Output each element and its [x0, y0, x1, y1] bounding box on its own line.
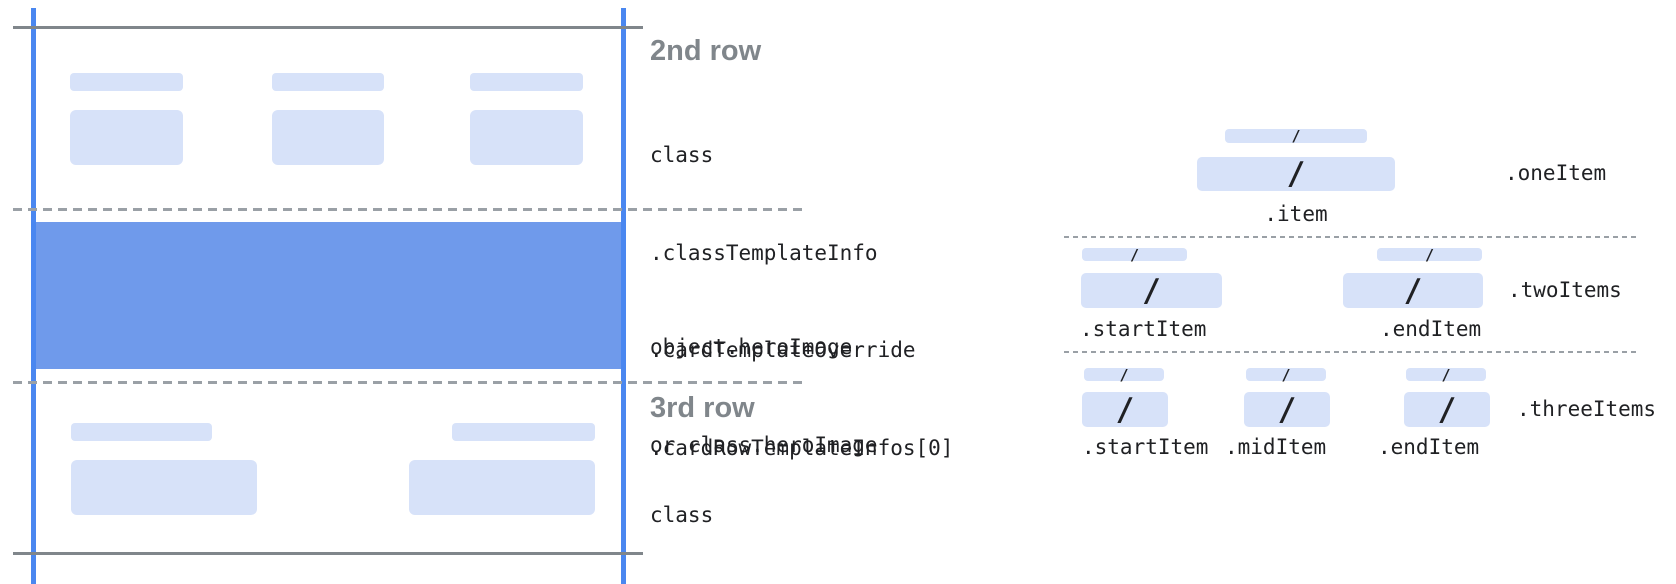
slash-icon: / [1424, 245, 1435, 264]
three-items-start-field-label: .startItem [1082, 435, 1209, 459]
two-items-start-field-label: .startItem [1080, 317, 1207, 341]
card-bottom-line [13, 552, 643, 555]
code-line: or class.heroImage [650, 432, 878, 457]
two-items-start-label-bar: / [1082, 245, 1187, 264]
row3-code-path: class .classTemplateInfo .cardTemplateOv… [650, 434, 953, 584]
slash-icon: / [1142, 272, 1161, 309]
row-separator-dashed-bottom [13, 381, 802, 384]
one-item-group-label: .oneItem [1505, 161, 1607, 185]
three-items-mid-value-bar: / [1244, 391, 1330, 428]
slash-icon: / [1277, 391, 1297, 428]
three-items-group-label: .threeItems [1517, 397, 1657, 421]
layout-separator-dashed-1 [1064, 236, 1640, 238]
slash-icon: / [1441, 365, 1451, 384]
two-items-end-label-bar: / [1377, 245, 1482, 264]
two-items-group-label: .twoItems [1508, 278, 1622, 302]
row2-item2-label-placeholder [272, 73, 384, 91]
code-line: .classTemplateInfo [650, 240, 878, 265]
layout-separator-dashed-2 [1064, 351, 1640, 353]
card-left-guide-line [31, 8, 36, 584]
three-items-start-label-bar: / [1084, 365, 1164, 384]
two-items-end-field-label: .endItem [1380, 317, 1482, 341]
three-items-end-value-bar: / [1404, 391, 1490, 428]
row2-item3-value-placeholder [470, 110, 583, 165]
slash-icon: / [1129, 245, 1140, 264]
three-items-mid-label-bar: / [1246, 365, 1326, 384]
row3-heading: 3rd row [650, 392, 755, 424]
slash-icon: / [1286, 156, 1306, 192]
code-line: .cardRowTemplateInfos[0] [650, 435, 954, 460]
row3-item1-label-placeholder [71, 423, 212, 441]
hero-code-path: object.heroImage or class.heroImage [650, 266, 878, 526]
three-items-mid-field-label: .midItem [1225, 435, 1327, 459]
row2-code-path: class .classTemplateInfo .cardTemplateOv… [650, 74, 953, 529]
two-items-end-value-bar: / [1343, 272, 1483, 309]
hero-image-band [33, 222, 624, 369]
slash-icon: / [1403, 272, 1423, 309]
three-items-start-value-bar: / [1082, 391, 1168, 428]
row2-item1-value-placeholder [70, 110, 183, 165]
row2-item2-value-placeholder [272, 110, 384, 165]
slash-icon: / [1437, 391, 1457, 428]
row2-heading: 2nd row [650, 35, 762, 67]
code-line: object.heroImage [650, 335, 853, 359]
row2-item3-label-placeholder [470, 73, 583, 91]
row3-item2-label-placeholder [452, 423, 595, 441]
card-right-guide-line [621, 8, 626, 584]
code-line: class [650, 143, 714, 167]
two-items-start-value-bar: / [1081, 272, 1222, 309]
one-item-field-label: .item [1264, 202, 1328, 226]
code-line: class [650, 503, 714, 527]
three-items-end-label-bar: / [1406, 365, 1486, 384]
row3-item2-value-placeholder [409, 460, 595, 515]
three-items-end-field-label: .endItem [1378, 435, 1480, 459]
row3-item1-value-placeholder [71, 460, 257, 515]
row-separator-dashed-top [13, 208, 802, 211]
code-line: .cardTemplateOverride [650, 338, 916, 362]
card-top-line [13, 26, 643, 29]
row2-item1-label-placeholder [70, 73, 183, 91]
slash-icon: / [1281, 365, 1291, 384]
slash-icon: / [1119, 365, 1129, 384]
slash-icon: / [1115, 391, 1135, 428]
one-item-value-bar: / [1197, 156, 1395, 192]
one-item-label-bar: / [1225, 127, 1367, 145]
slash-icon: / [1291, 127, 1301, 145]
